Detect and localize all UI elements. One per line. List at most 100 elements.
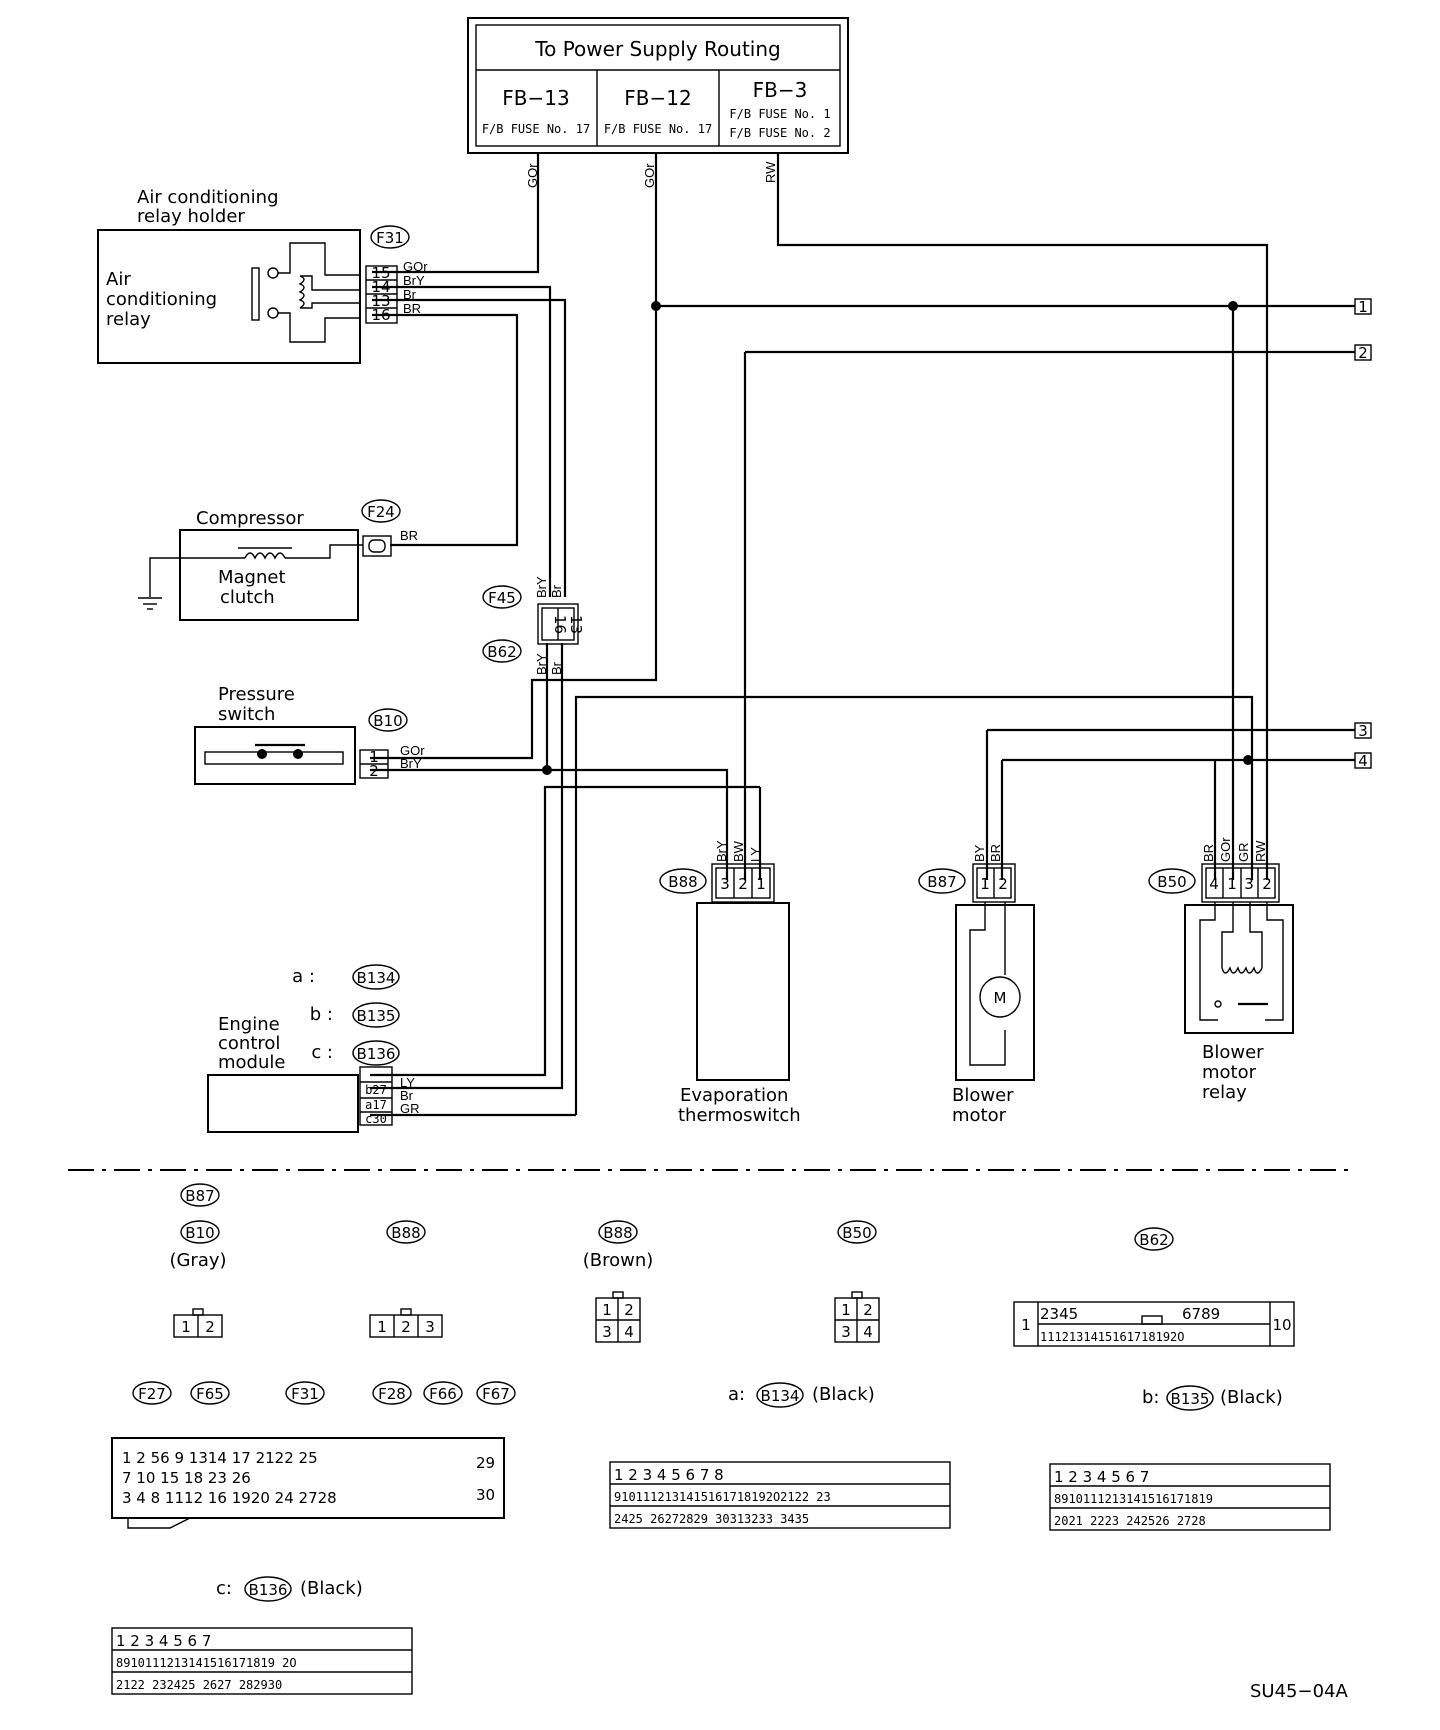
b88-connector: B88 [668,873,697,891]
legend-b-conn: B135 [1171,1390,1210,1408]
ecm-c-conn: B136 [357,1045,396,1063]
svg-text:2425 26272829 30313233: 2425 26272829 30313233 3435 [614,1512,809,1526]
legend-a-conn: B134 [761,1387,800,1405]
b62-connector: B62 [487,643,516,661]
ecm-c-prefix: c : [311,1042,333,1063]
relay-title-1: Blower [1202,1042,1264,1063]
relay-label-2: conditioning [106,289,217,310]
svg-text:6789: 6789 [1182,1305,1220,1323]
relay-holder: Air conditioning relay holder Air condit… [97,187,428,364]
relay-label-1: Air [106,269,131,290]
wire-tag-bry-evap: BrY [714,840,729,862]
legend-f67: F67 [482,1385,510,1403]
legend-b88-a: B88 [391,1224,420,1242]
svg-text:1: 1 [841,1301,851,1319]
legend-b-prefix: b: [1142,1387,1160,1408]
legend-b88-b: B88 [603,1224,632,1242]
svg-text:1: 1 [377,1318,387,1336]
b87-pin-1: 1 [980,875,990,893]
wire-tag-ly-ecm: LY [400,1075,415,1090]
pressure-title-2: switch [218,704,275,725]
motor-symbol: M [994,989,1007,1007]
wire-tag-gr-relay: GR [1236,843,1251,863]
svg-text:8910111213141516171819 2O: 8910111213141516171819 2O [116,1656,297,1670]
b87-pin-2: 2 [998,875,1008,893]
pressure-title-1: Pressure [218,684,295,705]
offpage-2: 2 [1358,344,1368,362]
svg-text:2: 2 [205,1318,215,1336]
offpage-1: 1 [1358,298,1368,316]
b50-pin-2: 2 [1262,875,1272,893]
svg-text:2021 2223 242526 2728: 2021 2223 242526 2728 [1054,1514,1206,1528]
svg-text:4: 4 [863,1323,873,1341]
svg-text:1 2 56 9 1314 17 2122: 1 2 56 9 1314 17 2122 25 [122,1449,318,1467]
svg-text:1: 1 [181,1318,191,1336]
f31-pin-13: 13 [371,292,390,310]
compressor: Compressor Magnet clutch F24 BR [138,499,418,621]
wire-tag-bw-evap: BW [731,840,746,862]
legend-b87: B87 [185,1187,214,1205]
svg-text:1: 1 [602,1301,612,1319]
fb3-label: FB−3 [753,78,808,102]
f31-connector: F31 [376,229,404,247]
wire-tag-br-ecm: Br [400,1088,414,1103]
svg-text:9101112131415161718192O2122 23: 9101112131415161718192O2122 23 [614,1490,831,1504]
evap-title-2: thermoswitch [678,1105,801,1126]
svg-text:8910111213141516171819: 8910111213141516171819 [1054,1492,1213,1506]
relay-holder-title-1: Air conditioning [137,187,279,208]
diagram-code: SU45−04A [1250,1681,1348,1702]
f31-pin-16: 16 [371,306,390,324]
wires [370,153,1355,1117]
svg-text:4: 4 [624,1323,634,1341]
svg-text:2: 2 [624,1301,634,1319]
fb13-label: FB−13 [502,86,569,110]
compressor-title: Compressor [196,508,304,529]
b50-pin-3: 3 [1244,875,1254,893]
wire-tag-br-16: BR [403,301,421,316]
legend-brown: (Brown) [583,1250,654,1271]
relay-title-2: motor [1202,1062,1257,1083]
b50-connector: B50 [1157,873,1186,891]
ecm-b-conn: B135 [357,1007,396,1025]
legend-b134-grid: 1 2 3 4 5 6 7 8 9101112131415161718192O2… [609,1461,951,1529]
joint-pin-13: 13 [567,615,585,634]
svg-text:3: 3 [841,1323,851,1341]
wire-label-gor-1: GOr [525,163,540,188]
svg-text:1 2 3 4 5 6: 1 2 3 4 5 6 7 [116,1632,211,1650]
legend-b10: B10 [185,1224,214,1242]
svg-text:1 2 3 4 5 6: 1 2 3 4 5 6 7 8 [614,1466,724,1484]
svg-text:2345: 2345 [1040,1305,1078,1323]
legend-f27: F27 [138,1385,166,1403]
legend-f-grid: 1 2 56 9 1314 17 2122 25 7 10 15 18 23 2… [111,1437,505,1529]
blower-motor: BY BR B87 1 2 M Blower motor [918,844,1035,1126]
svg-text:10: 10 [1272,1316,1291,1334]
legend-b135-grid: 1 2 3 4 5 6 7 8910111213141516171819 202… [1049,1463,1331,1531]
wire-tag-br-compressor: BR [400,528,418,543]
pressure-switch: Pressure switch B10 1 2 GOr BrY [194,684,425,785]
legend-c-conn: B136 [249,1581,288,1599]
f45-connector: F45 [488,589,516,607]
joint-pin-16: 16 [551,615,569,634]
legend-gray: (Gray) [169,1250,226,1271]
ecm-title-2: control [218,1033,280,1054]
svg-text:2: 2 [401,1318,411,1336]
ecm-pin-c30: c30 [365,1112,387,1126]
legend-a-prefix: a: [728,1384,745,1405]
ecm-a-prefix: a : [292,966,315,987]
fb3-fuse1: F/B FUSE No. 1 [729,107,830,121]
power-title: To Power Supply Routing [534,37,780,61]
wire-label-rw-top: RW [763,161,778,183]
blower-motor-relay: BR GOr GR RW B50 4 1 3 2 Blower motor re… [1148,837,1294,1103]
joint-connector: F45 B62 16 13 BrY Br BrY Br [482,576,585,675]
fb3-fuse2: F/B FUSE No. 2 [729,126,830,140]
blower-title-2: motor [952,1105,1007,1126]
wire-tag-bry-joint-bot: BrY [534,653,549,675]
b10-connector: B10 [373,712,402,730]
b87-connector: B87 [927,873,956,891]
legend-b50: B50 [842,1224,871,1242]
wire-tag-br-joint-bot: Br [549,661,564,675]
legend-c-color: (Black) [300,1578,363,1599]
svg-text:7 10 15 18 23 26: 7 10 15 18 23 26 [122,1469,251,1487]
ecm-pin-b27: b27 [365,1083,387,1097]
svg-text:1112131415161718192O: 1112131415161718192O [1040,1330,1185,1344]
